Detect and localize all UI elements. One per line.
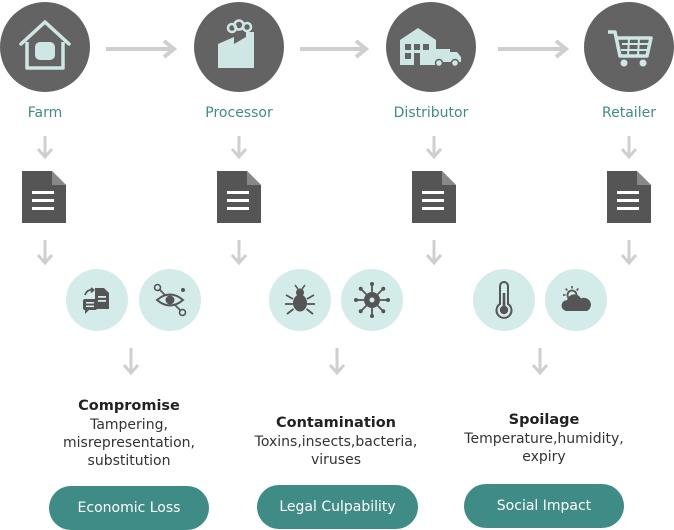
risk-spoilage: Spoilage Temperature,humidity, expiry [444,411,644,466]
risk-desc-line: viruses [310,452,361,468]
risk-icon-circle [66,269,128,331]
risk-icon-circle [269,269,331,331]
weather-icon [561,286,591,311]
risk-contamination: Contamination Toxins,insects,bacteria, v… [236,414,436,469]
stage-processor-circle [194,2,284,92]
risk-icon-circle [139,269,201,331]
eye-network-icon [153,283,187,317]
arrow-processor-to-distributor [300,39,370,59]
stage-retailer-circle [584,2,674,92]
arrow-down-icon [36,136,54,160]
stage-label-distributor: Distributor [393,105,469,121]
document-icon [22,171,66,223]
arrow-down-icon [230,240,248,266]
stage-label-farm: Farm [27,105,63,121]
arrow-down-icon [531,348,549,376]
risk-icon-circle [545,269,607,331]
document-icon [217,171,261,223]
stage-distributor-circle [386,2,476,92]
warehouse-truck-icon [400,28,461,68]
arrow-down-icon [620,240,638,266]
risk-desc-line: Tampering, [90,417,168,433]
risk-icon-circle [473,269,535,331]
impact-social-impact: Social Impact [464,484,624,528]
document-icon [607,171,651,223]
virus-icon [354,282,390,318]
arrow-down-icon [425,240,443,266]
risk-desc-line: Toxins,insects,bacteria, [254,434,418,450]
arrow-down-icon [122,348,140,376]
risk-desc-line: substitution [87,453,171,469]
house-icon [19,20,71,70]
thermometer-icon [495,281,513,319]
risk-desc-line: misrepresentation, [63,435,195,451]
bug-icon [285,284,315,315]
arrow-down-icon [425,136,443,160]
risk-icon-circle [341,269,403,331]
risk-title: Compromise [78,398,180,414]
risk-desc-line: Temperature,humidity, [464,431,624,447]
impact-economic-loss: Economic Loss [49,486,209,530]
arrow-down-icon [36,240,54,266]
risk-compromise: Compromise Tampering, misrepresentation,… [29,397,229,470]
stage-farm-circle [0,2,90,92]
stage-label-processor: Processor [205,105,273,121]
risk-desc-line: expiry [522,449,566,465]
arrow-down-icon [620,136,638,160]
arrow-down-icon [328,348,346,376]
risk-title: Contamination [275,415,396,431]
arrow-distributor-to-retailer [498,39,570,59]
arrow-farm-to-processor [106,39,178,59]
factory-icon [218,19,254,68]
arrow-down-icon [230,136,248,160]
impact-legal-culpability: Legal Culpability [257,485,418,529]
document-icon [412,171,456,223]
stage-label-retailer: Retailer [602,105,656,121]
risk-title: Spoilage [508,412,580,428]
document-swap-icon [83,287,109,314]
shopping-cart-icon [608,30,653,67]
